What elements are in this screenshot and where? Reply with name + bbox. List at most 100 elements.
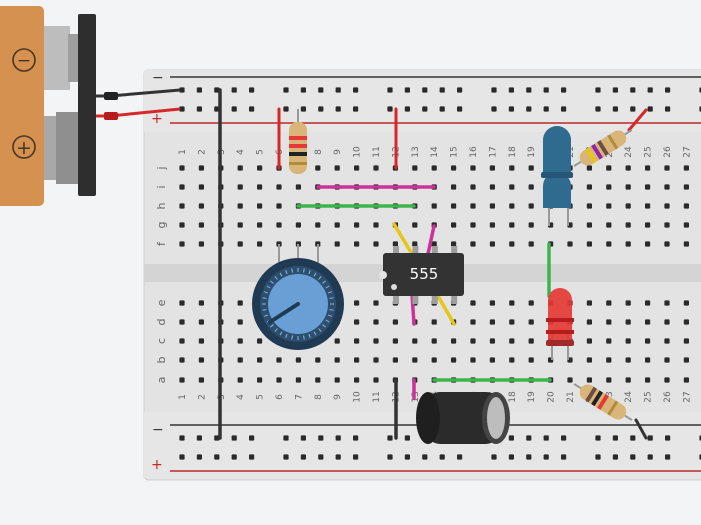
resistor-top-right-band-2 [591,143,603,160]
breadboard-hole [683,165,689,171]
breadboard-hole [198,338,204,344]
rail-hole [422,454,428,460]
rail-hole [508,87,514,93]
breadboard-hole [489,203,495,209]
breadboard-hole [373,357,379,363]
breadboard-hole [179,300,185,306]
resistor-bottom-right-band-3 [597,394,609,410]
resistor-bottom-right-band-1 [585,386,598,403]
battery-snap-bottom-cap [56,112,80,184]
rail-hole [179,106,185,112]
breadboard-hole [683,184,689,190]
column-label-top: 3 [217,149,227,155]
breadboard-hole [257,203,263,209]
pot-tick [285,270,288,275]
rail-hole [283,454,289,460]
rail-hole [300,435,306,441]
row-label-f: f [155,241,168,246]
capacitor-body [426,392,500,444]
breadboard-hole [567,241,573,247]
wire-magenta-lower [410,292,416,326]
breadboard-hole [373,300,379,306]
breadboard-hole [276,357,282,363]
breadboard-hole [295,222,301,228]
breadboard-hole [683,357,689,363]
led-red [546,288,574,360]
breadboard-hole [373,338,379,344]
breadboard-hole [431,203,437,209]
wire-magenta-chip [426,224,436,256]
breadboard-hole [606,165,612,171]
breadboard-hole [528,338,534,344]
pot-tick [318,276,322,280]
resistor-top-right-band-4 [607,134,619,150]
breadboard-hole [625,300,631,306]
breadboard-hole [664,165,670,171]
pot-tick [322,280,326,284]
pot-tick [262,309,267,311]
breadboard-hole [451,241,457,247]
column-label-bottom: 8 [314,394,324,400]
row-label-g: g [155,222,168,229]
breadboard-hole [295,184,301,190]
rail-hole [561,435,567,441]
ic-notch [379,271,387,279]
breadboard-hole [257,338,263,344]
rail-hole [249,87,255,93]
rail-hole [249,106,255,112]
battery-red-lead-tip [104,112,118,120]
breadboard-hole [354,165,360,171]
breadboard-hole [586,184,592,190]
column-label-bottom: 9 [333,394,343,400]
resistor-bottom-right [573,383,633,421]
pot-tick [329,309,334,311]
breadboard-hole [237,338,243,344]
row-label-c: c [155,338,168,344]
breadboard-hole [392,319,398,325]
breadboard-hole [295,377,301,383]
rail-hole [300,454,306,460]
breadboard-hole [606,377,612,383]
rail-hole [179,454,185,460]
rail-hole [508,106,514,112]
breadboard-hole [198,203,204,209]
breadboard-hole [606,319,612,325]
rail-hole [318,454,324,460]
column-label-top: 25 [644,146,654,157]
breadboard-hole [664,357,670,363]
breadboard-hole [470,222,476,228]
breadboard-hole [509,222,515,228]
breadboard-hole [237,357,243,363]
breadboard-hole [606,222,612,228]
breadboard-hole [373,222,379,228]
potentiometer[interactable] [252,244,344,350]
resistor-bottom-right-band-2 [591,390,603,407]
rail-hole [179,87,185,93]
battery-plus-terminal-icon [12,135,36,159]
rail-hole [439,87,445,93]
rail-hole [387,435,393,441]
rail-hole [387,454,393,460]
breadboard-hole [412,165,418,171]
pot-tick [279,272,283,277]
breadboard-hole [509,300,515,306]
rail-hole [179,435,185,441]
breadboard-hole [606,203,612,209]
rail-hole [595,87,601,93]
top-rail-plus-label: + [151,111,163,127]
breadboard-hole [645,357,651,363]
led-red-ring-1 [546,318,574,322]
ic-pin-bottom [451,294,458,304]
rail-hole [422,87,428,93]
rail-hole [353,106,359,112]
breadboard-hole [354,338,360,344]
ic-pin-top [451,246,458,256]
row-label-b: b [155,356,168,363]
breadboard-hole [179,338,185,344]
breadboard-hole [489,300,495,306]
pot-tick [327,314,332,317]
led-red-ring-2 [546,330,574,334]
breadboard-hole [257,184,263,190]
breadboard-hole [489,338,495,344]
